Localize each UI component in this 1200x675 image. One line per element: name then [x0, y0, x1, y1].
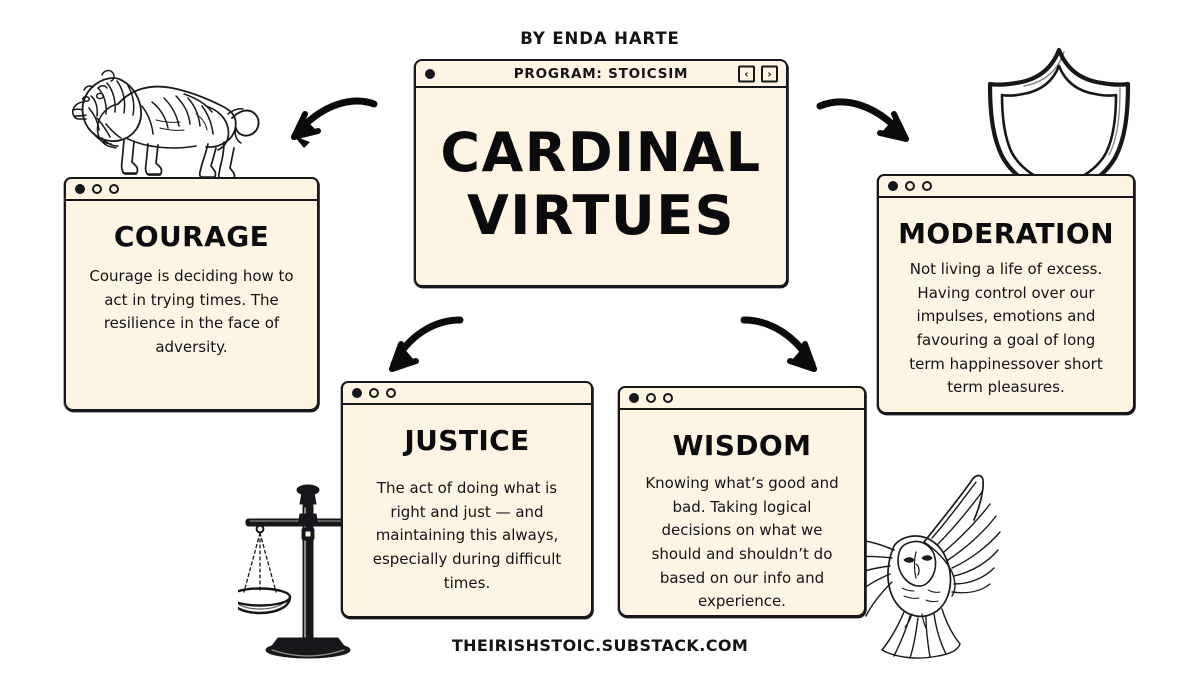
window-dot-maximize[interactable] — [109, 184, 119, 194]
window-dot-close[interactable] — [888, 181, 898, 191]
card-moderation[interactable]: MODERATION Not living a life of excess. … — [877, 174, 1135, 414]
moderation-body: MODERATION Not living a life of excess. … — [879, 198, 1133, 410]
justice-titlebar — [343, 383, 591, 405]
shield-illustration — [978, 40, 1140, 201]
program-label: PROGRAM: STOICSIM — [513, 65, 689, 82]
arrow-to-moderation-icon — [812, 92, 938, 158]
moderation-title: MODERATION — [898, 217, 1114, 250]
page-title-line-1: CARDINAL — [440, 120, 762, 184]
window-dot-maximize[interactable] — [922, 181, 932, 191]
courage-description: Courage is deciding how to act in trying… — [89, 267, 294, 357]
hero-titlebar: PROGRAM: STOICSIM ‹ › — [416, 61, 786, 88]
window-dot-minimize[interactable] — [905, 181, 915, 191]
window-dot-minimize[interactable] — [92, 184, 102, 194]
courage-body: COURAGE Courage is deciding how to act i… — [66, 201, 317, 370]
footer-url: THEIRISHSTOIC.SUBSTACK.COM — [451, 636, 749, 655]
arrow-to-wisdom-icon — [736, 312, 836, 386]
window-dot-minimize[interactable] — [646, 393, 656, 403]
justice-title: JUSTICE — [404, 424, 530, 457]
card-wisdom[interactable]: WISDOM Knowing what’s good and bad. Taki… — [618, 386, 866, 617]
arrow-to-courage-icon — [264, 92, 380, 158]
window-dot-close[interactable] — [75, 184, 85, 194]
window-dot-close[interactable] — [425, 68, 435, 79]
moderation-titlebar — [879, 176, 1133, 198]
lion-illustration — [56, 44, 268, 184]
window-dot-maximize[interactable] — [663, 393, 673, 403]
courage-title: COURAGE — [113, 220, 270, 253]
justice-description: The act of doing what is right and just … — [372, 479, 562, 592]
hero-body: CARDINAL VIRTUES — [416, 88, 786, 285]
window-dot-maximize[interactable] — [386, 388, 396, 398]
byline: BY ENDA HARTE — [520, 29, 680, 48]
wisdom-titlebar — [620, 388, 864, 410]
card-courage[interactable]: COURAGE Courage is deciding how to act i… — [64, 177, 319, 411]
wisdom-body: WISDOM Knowing what’s good and bad. Taki… — [620, 410, 864, 624]
justice-body: JUSTICE The act of doing what is right a… — [343, 405, 591, 605]
back-button[interactable]: ‹ — [738, 65, 755, 82]
wisdom-title: WISDOM — [672, 429, 812, 462]
wisdom-description: Knowing what’s good and bad. Taking logi… — [645, 474, 839, 611]
nav-buttons: ‹ › — [738, 65, 778, 82]
window-dot-close[interactable] — [629, 393, 639, 403]
arrow-to-justice-icon — [372, 312, 468, 386]
window-dot-minimize[interactable] — [369, 388, 379, 398]
window-dot-close[interactable] — [352, 388, 362, 398]
moderation-description: Not living a life of excess. Having cont… — [909, 260, 1103, 397]
card-justice[interactable]: JUSTICE The act of doing what is right a… — [341, 381, 593, 618]
page-title-line-2: VIRTUES — [466, 183, 735, 247]
main-title-window[interactable]: PROGRAM: STOICSIM ‹ › CARDINAL VIRTUES — [414, 59, 788, 287]
courage-titlebar — [66, 179, 317, 201]
forward-button[interactable]: › — [761, 65, 778, 82]
